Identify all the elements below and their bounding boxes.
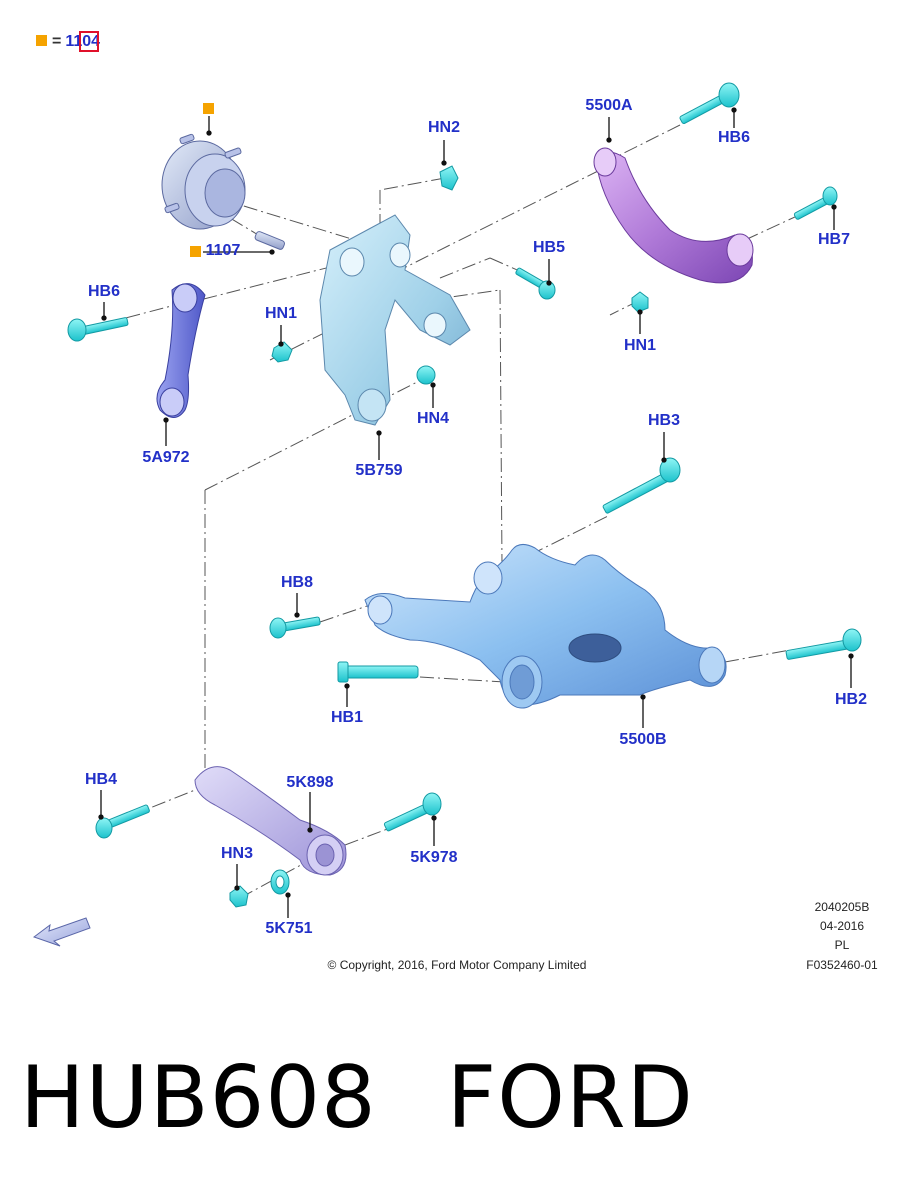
legend: =1104 [36, 31, 101, 52]
label-HB2[interactable]: HB2 [834, 691, 868, 708]
label-HB4[interactable]: HB4 [84, 771, 118, 788]
label-HB1[interactable]: HB1 [330, 709, 364, 726]
label-HN1-right[interactable]: HN1 [623, 337, 657, 354]
link-5K898 [194, 766, 347, 876]
title-part-number: HUB608 [20, 1048, 377, 1148]
diagram-date: 04-2016 [819, 919, 865, 933]
label-5A972[interactable]: 5A972 [142, 449, 190, 466]
exploded-suspension-diagram [32, 82, 862, 947]
label-1107[interactable]: 1107 [205, 242, 241, 259]
upper-arm-5500A [593, 147, 754, 284]
diagram-code: 2040205B [814, 900, 870, 914]
legend-equals: = [52, 33, 62, 50]
label-HB8[interactable]: HB8 [280, 574, 314, 591]
legend-part-number[interactable]: 1104 [65, 31, 101, 52]
lower-arm-5500B [364, 544, 727, 709]
label-HB6-top[interactable]: HB6 [717, 129, 751, 146]
hub-bolt-1107 [254, 231, 286, 250]
label-HN2[interactable]: HN2 [427, 119, 461, 136]
label-5500A[interactable]: 5500A [585, 97, 633, 114]
label-5B759[interactable]: 5B759 [355, 462, 403, 479]
title-brand: FORD [446, 1048, 694, 1148]
label-HN4[interactable]: HN4 [416, 410, 450, 427]
label-5K898[interactable]: 5K898 [286, 774, 334, 791]
page-title: HUB608 FORD [20, 1048, 764, 1148]
hub-marker-icon [203, 103, 214, 114]
leader-lines [98, 107, 854, 918]
copyright-text: © Copyright, 2016, Ford Motor Company Li… [327, 958, 587, 972]
label-HN1-left[interactable]: HN1 [264, 305, 298, 322]
label-5K751[interactable]: 5K751 [265, 920, 313, 937]
label-HN3[interactable]: HN3 [220, 845, 254, 862]
label-5K978[interactable]: 5K978 [410, 849, 458, 866]
diagram-reference: F0352460-01 [806, 958, 878, 972]
knuckle-5B759 [319, 214, 471, 426]
orientation-arrow-icon [32, 917, 91, 947]
legend-marker-icon [36, 34, 47, 46]
label-HB5[interactable]: HB5 [532, 239, 566, 256]
fasteners [67, 82, 862, 908]
highlight-box [79, 31, 100, 52]
label-HB7[interactable]: HB7 [817, 231, 851, 248]
label-HB6-left[interactable]: HB6 [87, 283, 121, 300]
label-HB3[interactable]: HB3 [647, 412, 681, 429]
label-5500B[interactable]: 5500B [619, 731, 667, 748]
link-5A972 [156, 283, 206, 418]
wheel-hub-bearing [161, 133, 246, 230]
diagram-language: PL [834, 938, 850, 952]
part-marker-icon [190, 246, 201, 257]
